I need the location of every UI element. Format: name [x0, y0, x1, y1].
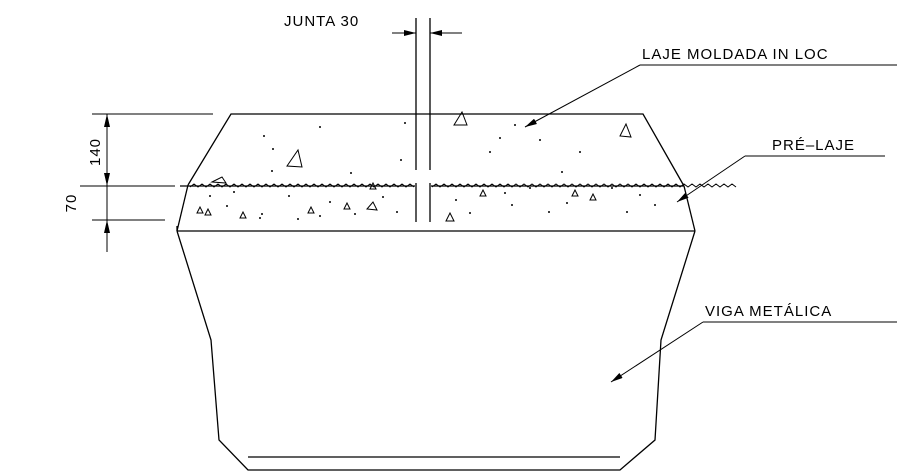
label-cast-in-place-slab: LAJE MOLDADA IN LOC [642, 46, 829, 63]
joint-dimension [392, 30, 462, 36]
concrete-hatch-triangles [196, 110, 632, 222]
leader-cast-in-place-slab [524, 64, 897, 128]
dimension-upper-layer: 140 [87, 138, 104, 166]
leader-precast-slab [676, 155, 885, 203]
joint-label: JUNTA 30 [284, 13, 359, 30]
precast-slab [176, 183, 737, 232]
label-steel-beam: VIGA METÁLICA [705, 303, 832, 320]
dimension-lower-layer: 70 [63, 194, 80, 213]
cast-in-place-slab [180, 113, 685, 187]
joint-gap [415, 18, 431, 222]
label-precast-slab: PRÉ–LAJE [772, 137, 855, 154]
vertical-dimension [80, 113, 213, 252]
concrete-hatch-dots [209, 122, 656, 220]
steel-beam [176, 230, 696, 471]
leader-steel-beam [610, 321, 897, 383]
precast-slab-interface-zigzag [189, 183, 737, 188]
